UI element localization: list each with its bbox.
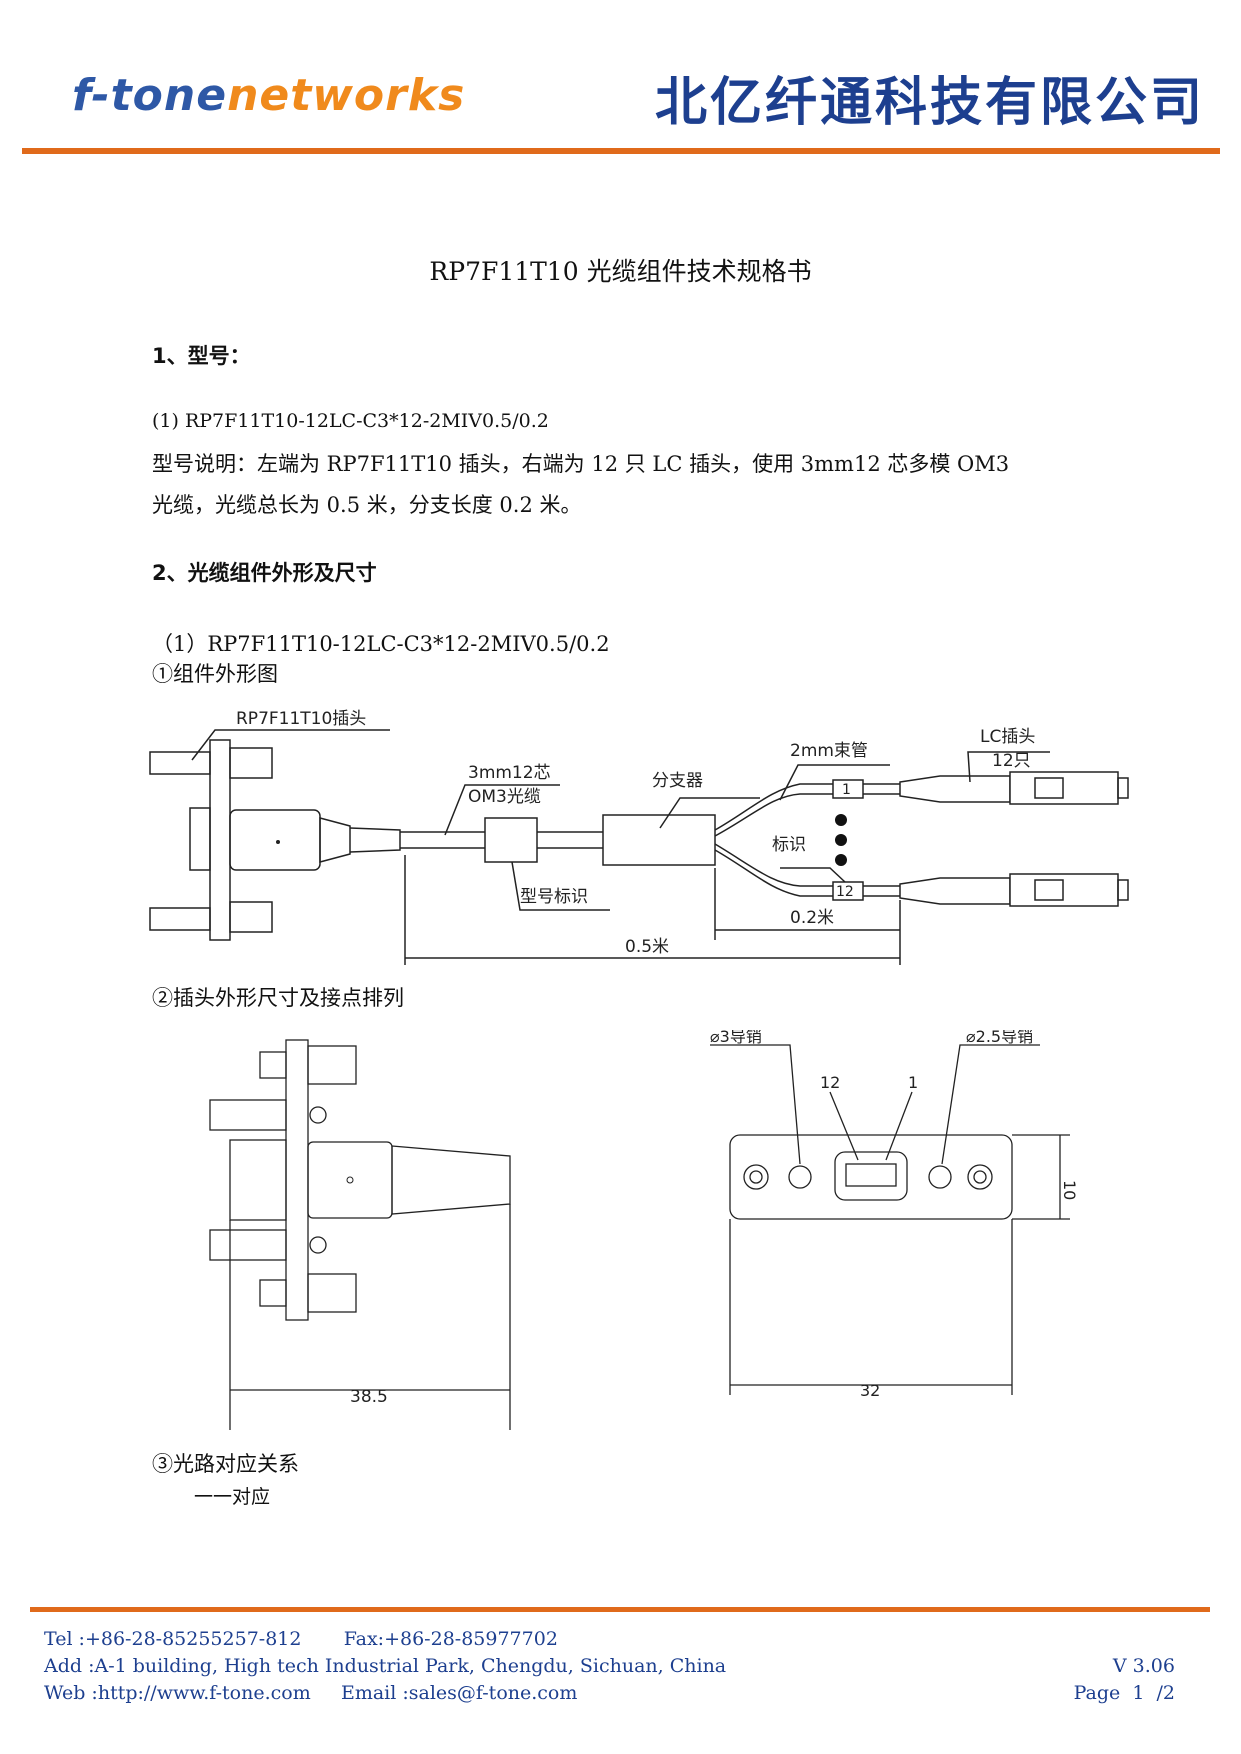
dim-branch-label: 0.2米 [790, 908, 834, 928]
plug-boot [319, 817, 351, 863]
branch-top [714, 783, 1000, 831]
lc-bottom-latch [1034, 879, 1064, 901]
footer-web[interactable]: Web :http://www.f-tone.com [44, 1682, 311, 1704]
assembly-drawing: RP7F11T10插头 3mm12芯 OM3光缆 分支器 2mm束管 LC插头 … [149, 709, 1129, 965]
leader-plug [191, 729, 390, 761]
marker-label: 标识 [772, 835, 806, 855]
marker-1-text: 1 [842, 782, 851, 798]
plug-tab-bottom [229, 901, 273, 933]
dim-total-label: 0.5米 [625, 937, 669, 957]
leader-cable [444, 784, 560, 836]
footer-fax: Fax:+86-28-85977702 [343, 1628, 558, 1650]
company-name: 北亿纤通科技有限公司 [654, 73, 1205, 133]
plug-pin-top [149, 751, 211, 775]
footer-meta: V 3.06 Page 1 /2 [1074, 1653, 1175, 1707]
lc-top-body [1009, 771, 1119, 805]
lc-top-boot [899, 775, 1011, 803]
footer-address: Add :A-1 building, High tech Industrial … [44, 1655, 727, 1677]
dim-length-label: 38.5 [350, 1387, 388, 1407]
lc-bottom-body [1009, 873, 1119, 907]
footer-email[interactable]: Email :sales@f-tone.com [340, 1682, 578, 1704]
footer-version: V 3.06 [1112, 1655, 1175, 1677]
optical-path-text: 一一对应 [194, 1486, 271, 1508]
plug-boot-tail [349, 827, 401, 853]
model-marker-sleeve [484, 817, 538, 863]
splitter-label: 分支器 [652, 771, 703, 791]
dim-width-label: 32 [860, 1381, 880, 1400]
cable-label-2: OM3光缆 [468, 787, 541, 807]
section-1-description-line2: 光缆，光缆总长为 0.5 米，分支长度 0.2 米。 [152, 493, 582, 517]
plug-front-view: ⌀3导销 ⌀2.5导销 12 1 10 32 [710, 1030, 1079, 1400]
branch-top-inner [714, 793, 1000, 837]
brand-logo: f-tonenetworks [72, 70, 466, 121]
plug-label: RP7F11T10插头 [236, 709, 366, 729]
lc-top-ferrule [1117, 777, 1129, 799]
section-2-model: （1）RP7F11T10-12LC-C3*12-2MIV0.5/0.2 [152, 632, 610, 656]
ellipsis-dot [835, 854, 847, 866]
footer-contact: Tel :+86-28-85255257-812 Fax:+86-28-8597… [44, 1626, 726, 1707]
header-divider [22, 148, 1220, 154]
leader-splitter [659, 797, 760, 829]
contact-1-label: 1 [908, 1073, 918, 1092]
model-marker-label: 型号标识 [520, 887, 588, 907]
footer-divider [30, 1607, 1210, 1612]
plug-body [229, 809, 321, 871]
plug-tab-top [229, 747, 273, 779]
section-1-description-line1: 型号说明：左端为 RP7F11T10 插头，右端为 12 只 LC 插头，使用 … [152, 452, 1010, 476]
plug-dimensions-heading: ②插头外形尺寸及接点排列 [152, 986, 404, 1010]
pin-3mm-label: ⌀3导销 [710, 1030, 762, 1046]
dim-height-label: 10 [1060, 1180, 1079, 1200]
section-2-heading: 2、光缆组件外形及尺寸 [152, 561, 377, 585]
lc-bottom-ferrule [1117, 879, 1129, 901]
marker-1-box [832, 779, 864, 799]
plug-pin-bottom [149, 907, 211, 931]
lc-top-latch [1034, 777, 1064, 799]
plug-body-left [189, 807, 211, 871]
lc-label-2: 12只 [992, 751, 1031, 771]
footer-tel: Tel :+86-28-85255257-812 [44, 1628, 302, 1650]
branch-bottom [714, 849, 1000, 897]
leader-model-marker [511, 861, 610, 911]
section-1-heading: 1、型号： [152, 344, 251, 368]
leader-tube [779, 764, 890, 801]
document-title: RP7F11T10 光缆组件技术规格书 [429, 257, 812, 286]
optical-path-heading: ③光路对应关系 [152, 1452, 299, 1476]
splitter [602, 814, 716, 866]
plug-side-view: 38.5 [209, 1039, 511, 1430]
pin-2_5mm-label: ⌀2.5导销 [966, 1030, 1033, 1046]
lc-bottom-boot [899, 877, 1011, 905]
lc-label-1: LC插头 [980, 727, 1035, 747]
assembly-drawing-heading: ①组件外形图 [152, 662, 278, 686]
tube-label: 2mm束管 [790, 741, 868, 761]
marker-12-text: 12 [836, 884, 854, 900]
marker-12-box [832, 881, 864, 901]
cable-label-1: 3mm12芯 [468, 763, 551, 783]
leader-lc [967, 751, 1050, 783]
plug-flange [209, 739, 231, 941]
branch-bottom-inner [714, 843, 1000, 887]
section-1-model: (1) RP7F11T10-12LC-C3*12-2MIV0.5/0.2 [152, 410, 549, 432]
ellipsis-dot [835, 834, 847, 846]
contact-12-label: 12 [820, 1073, 840, 1092]
footer-page: Page 1 /2 [1073, 1682, 1175, 1704]
ellipsis-dot [835, 814, 847, 826]
leader-marker [780, 867, 846, 883]
